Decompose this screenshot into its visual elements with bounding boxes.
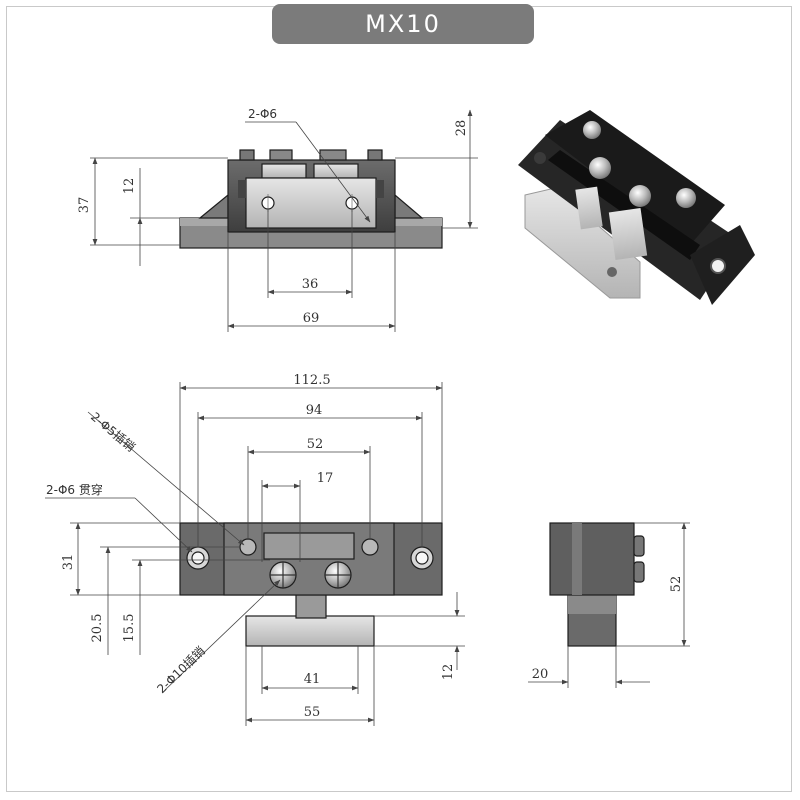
top-view-bolt [239, 149, 255, 161]
dim-overall: 112.5 [293, 373, 330, 388]
front-view-tongue [245, 615, 375, 647]
top-view: 37 12 28 36 69 2-Φ6 [77, 107, 478, 332]
dim-width: 69 [303, 311, 320, 326]
photo-bolt [583, 121, 601, 139]
side-view-tongue-top [568, 594, 616, 614]
dim-height: 31 [61, 554, 76, 571]
dim-pin-height: 20.5 [90, 614, 105, 643]
side-view-body [549, 522, 635, 596]
photo-plate-hole [607, 267, 617, 277]
dim-depth: 28 [454, 120, 469, 137]
top-view-bolt [367, 149, 383, 161]
top-view-plunger [261, 163, 307, 179]
side-view-pin [633, 561, 645, 583]
front-view-mount-hole-inner [191, 551, 205, 565]
dim-hole-spacing: 36 [302, 277, 319, 292]
side-view-dimensions: 52 20 [528, 522, 690, 688]
top-view-spring [376, 180, 384, 198]
top-view-flange-rib-left [198, 193, 229, 219]
front-view-window [263, 532, 355, 560]
dim-side-width: 20 [532, 667, 549, 682]
photo-body-top [545, 110, 725, 245]
photo-plunger [575, 186, 603, 230]
top-view-bolt [269, 149, 293, 161]
dim-tongue-length: 55 [304, 705, 321, 720]
model-title-badge: MX10 [272, 4, 534, 44]
top-view-flange-rib-right [394, 193, 424, 219]
side-view-pin [633, 535, 645, 557]
dim-mid-height: 15.5 [122, 614, 137, 643]
dim-height-inner: 12 [122, 178, 137, 195]
photo-plunger [608, 208, 648, 260]
dim-center-offset: 17 [317, 471, 334, 486]
dim-mount-spacing: 94 [306, 403, 323, 418]
photo-bolt [676, 188, 696, 208]
photo-bolt [629, 185, 651, 207]
front-view: 112.5 94 52 17 31 20.5 [45, 373, 465, 726]
dim-tongue-width: 41 [304, 672, 321, 687]
front-view-pin5 [239, 538, 257, 556]
callout-pin5: 2-Φ5插销 [88, 410, 138, 455]
side-view-edge [572, 523, 582, 595]
callout-hole6: 2-Φ6 贯穿 [46, 482, 103, 497]
callout-pin10: 2-Φ10插销 [154, 644, 207, 696]
dim-tongue-thickness: 12 [441, 664, 456, 681]
product-photo [518, 110, 755, 305]
dim-side-height: 52 [669, 576, 684, 593]
dim-pin-spacing: 52 [307, 437, 324, 452]
photo-flange-hole [710, 258, 726, 274]
front-view-pin5 [361, 538, 379, 556]
front-view-mount-hole-inner [415, 551, 429, 565]
dim-height-total: 37 [77, 197, 92, 214]
callout-hole-top: 2-Φ6 [248, 107, 277, 121]
top-view-dimensions: 37 12 28 36 69 2-Φ6 [77, 107, 478, 332]
top-view-bolt [319, 149, 347, 161]
photo-body-side [548, 150, 700, 260]
photo-flange-hole-left [534, 152, 546, 164]
photo-bolt [589, 157, 611, 179]
side-view: 52 20 [528, 522, 690, 688]
top-view-spring [238, 180, 246, 198]
front-view-tongue-neck [295, 593, 327, 619]
